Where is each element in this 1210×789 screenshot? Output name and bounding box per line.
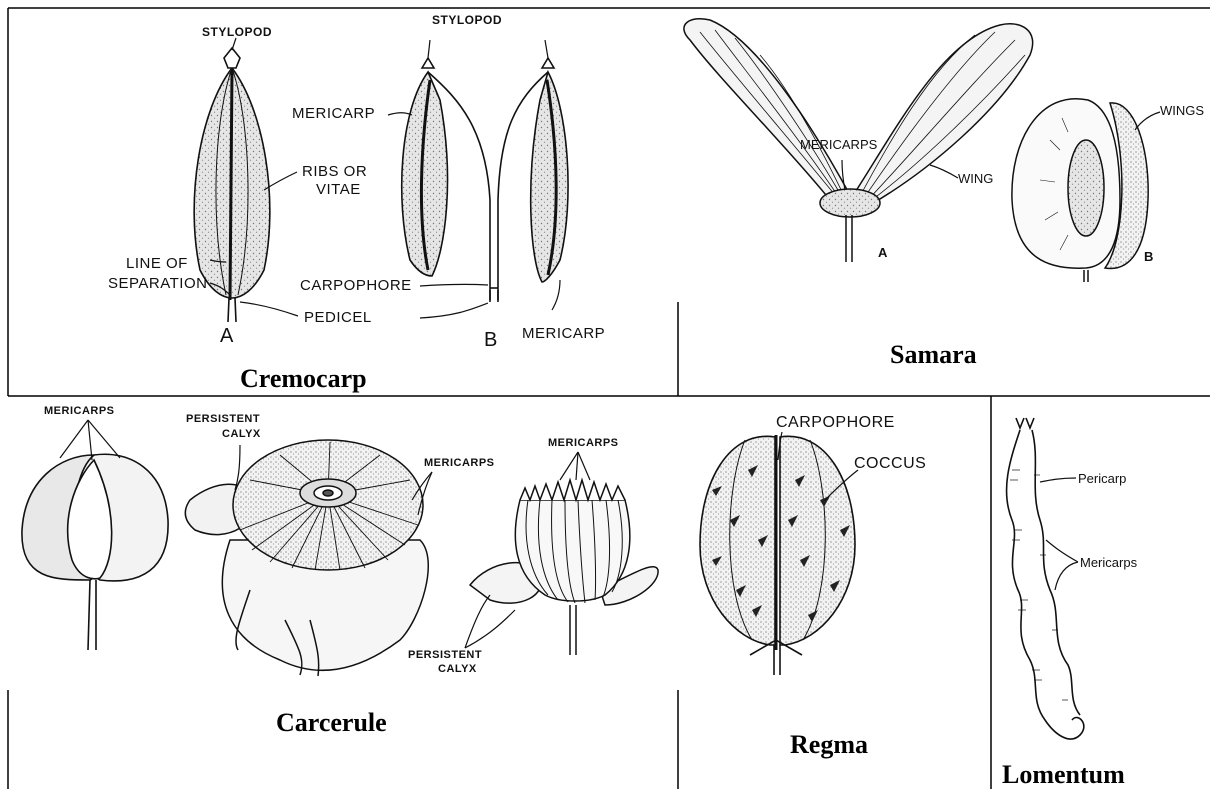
label-carcerule-mericarps-1: MERICARPS	[44, 406, 115, 417]
label-line-of: LINE OF	[126, 256, 188, 271]
label-samara-fig-a: A	[878, 246, 888, 259]
label-mericarp-bottom: MERICARP	[522, 326, 605, 341]
carcerule-3-drawing	[470, 480, 658, 655]
label-vitae: VITAE	[316, 182, 361, 197]
label-pedicel: PEDICEL	[304, 310, 372, 325]
label-stylopod-a: STYLOPOD	[202, 26, 272, 38]
samara-b-leaders	[1135, 112, 1160, 130]
label-samara-wings: WINGS	[1160, 104, 1204, 117]
caption-cremocarp: Cremocarp	[240, 366, 367, 392]
carcerule-2-drawing	[185, 440, 428, 676]
caption-carcerule: Carcerule	[276, 710, 387, 736]
label-mericarp-top: MERICARP	[292, 106, 375, 121]
regma-drawing	[700, 435, 855, 675]
label-carpophore-cremocarp: CARPOPHORE	[300, 278, 412, 293]
label-calyx-1: CALYX	[222, 429, 261, 440]
lomentum-drawing	[1007, 418, 1084, 739]
label-carcerule-mericarps-2: MERICARPS	[424, 458, 495, 469]
label-regma-coccus: COCCUS	[854, 456, 926, 472]
label-persistent-2: PERSISTENT	[408, 650, 482, 661]
label-pericarp: Pericarp	[1078, 472, 1126, 485]
label-samara-mericarps: MERICARPS	[800, 138, 877, 151]
label-samara-fig-b: B	[1144, 250, 1154, 263]
label-persistent-1: PERSISTENT	[186, 414, 260, 425]
label-ribs-or: RIBS OR	[302, 164, 367, 179]
samara-b-drawing	[1012, 99, 1148, 282]
caption-lomentum: Lomentum	[1002, 762, 1125, 788]
label-stylopod-b: STYLOPOD	[432, 14, 502, 26]
label-fig-a: A	[220, 326, 234, 346]
label-lomentum-mericarps: Mericarps	[1080, 556, 1137, 569]
carcerule-1-drawing	[22, 454, 168, 650]
label-fig-b: B	[484, 330, 498, 350]
cremocarp-b-drawing	[402, 58, 568, 302]
label-separation: SEPARATION	[108, 276, 207, 291]
label-samara-wing: WING	[958, 172, 993, 185]
caption-regma: Regma	[790, 732, 868, 758]
label-carcerule-mericarps-3: MERICARPS	[548, 438, 619, 449]
label-calyx-2: CALYX	[438, 664, 477, 675]
caption-samara: Samara	[890, 342, 977, 368]
label-regma-carpophore: CARPOPHORE	[776, 415, 895, 431]
